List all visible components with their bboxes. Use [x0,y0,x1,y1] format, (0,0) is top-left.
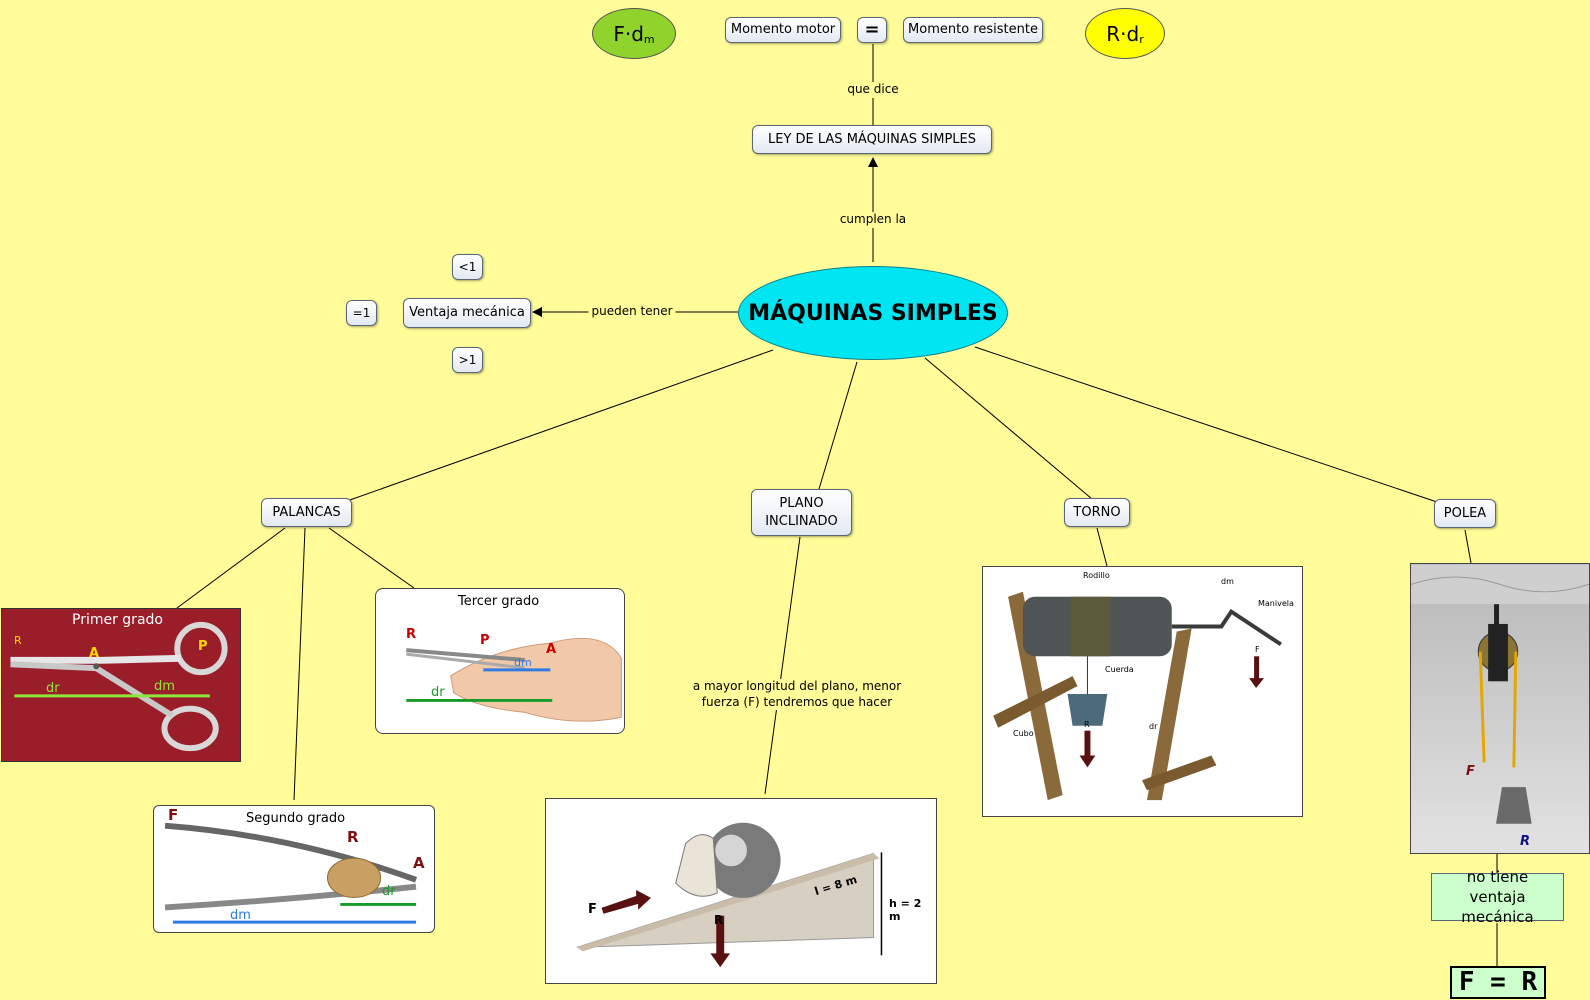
primer-dr: dr [46,681,60,696]
central-node[interactable]: MÁQUINAS SIMPLES [738,266,1008,360]
primer-a: A [89,646,100,661]
line-plano [818,361,858,490]
ventaja-label: Ventaja mecánica [409,305,525,321]
segundo-dm: dm [230,908,251,923]
scissors-illustration [10,621,228,752]
tercer-grado-image: Tercer grado R P A dm dr [375,588,625,734]
f-equals-r[interactable]: F = R [1450,966,1546,999]
polea-image: F R [1410,563,1590,854]
line-tercer [328,527,415,589]
polea-node[interactable]: POLEA [1434,499,1496,528]
ventaja-eq1-node[interactable]: =1 [346,300,377,326]
primer-dm: dm [154,679,175,694]
momento-motor-label: Momento motor [730,22,836,38]
palancas-label: PALANCAS [272,504,341,520]
ventaja-gt1: >1 [458,352,477,367]
ley-node[interactable]: LEY DE LAS MÁQUINAS SIMPLES [752,125,992,154]
f-equals-r-label: F = R [1458,966,1538,997]
segundo-dr: dr [382,884,396,899]
line-segundo [293,527,306,801]
segundo-grado-title: Segundo grado [246,811,346,826]
plano-h: h = 2 m [889,897,922,923]
plano-r: R [714,913,724,927]
polea-label: POLEA [1443,505,1487,521]
line-torno [924,357,1093,500]
primer-grado-title: Primer grado [72,612,163,628]
polea-r: R [1520,834,1531,849]
tercer-r: R [406,627,417,642]
torno-image: Rodillo Manivela dm Cuerda Cubo dr F R [982,566,1303,817]
primer-grado-image: Primer grado R A P dr dm [1,608,241,762]
plano-desc-line-2: fuerza (F) tendremos que hacer [701,694,893,709]
plano-inclinado-node[interactable]: PLANO INCLINADO [751,489,852,536]
line-plano-img [764,536,801,795]
winch-illustration [993,591,1282,801]
torno-r: R [1084,720,1090,729]
segundo-grado-image: Segundo grado F R A dr dm [153,805,435,933]
plano-desc-line-1: a mayor longitud del plano, menor [692,679,902,693]
momento-resistente-node[interactable]: Momento resistente [903,17,1043,43]
line-torno-img [1096,527,1108,567]
polea-note[interactable]: no tiene ventaja mecánica [1431,868,1564,926]
nutcracker-illustration [164,822,418,924]
central-label: MÁQUINAS SIMPLES [748,300,998,326]
plano-description: a mayor longitud del plano, menor fuerza… [689,679,905,711]
tercer-grado-title: Tercer grado [458,594,540,609]
plano-label-2: INCLINADO [765,513,838,529]
momento-motor-node[interactable]: Momento motor [725,17,841,43]
torno-manivela: Manivela [1258,599,1294,608]
ventaja-lt1-node[interactable]: <1 [452,254,483,280]
line-polea-img [1464,529,1472,564]
polea-note-2: ventaja mecánica [1461,887,1534,927]
tercer-p: P [480,633,490,648]
plano-inclinado-image: F R l = 8 m h = 2 m [545,798,937,984]
plano-label-1: PLANO [779,495,824,511]
torno-dr: dr [1149,722,1158,731]
tercer-dr: dr [431,685,445,700]
resist-formula: R·d [1106,21,1140,46]
equals-node[interactable]: = [857,17,887,43]
polea-note-1: no tiene [1466,867,1529,886]
segundo-a: A [413,854,425,872]
ventaja-node[interactable]: Ventaja mecánica [403,298,531,328]
torno-cubo: Cubo [1013,729,1034,738]
line-primer [176,527,286,609]
palancas-node[interactable]: PALANCAS [261,498,352,527]
ramp-illustration [576,822,883,968]
line-palancas [346,349,774,502]
pulley-illustration [1411,564,1589,824]
torno-dm: dm [1221,577,1234,586]
plano-f: F [588,902,597,917]
polea-f: F [1466,764,1475,779]
equals-label: = [864,18,880,40]
ventaja-gt1-node[interactable]: >1 [452,347,483,373]
ventaja-eq1: =1 [352,305,371,320]
primer-r: R [14,634,22,647]
motor-formula: F·d [613,21,644,46]
momento-resistente-label: Momento resistente [908,22,1038,38]
segundo-f: F [168,806,179,824]
line-polea [974,346,1441,504]
link-cumplen-la: cumplen la [836,212,910,228]
torno-f: F [1255,645,1260,654]
ley-label: LEY DE LAS MÁQUINAS SIMPLES [767,131,977,147]
torno-node[interactable]: TORNO [1064,498,1130,527]
motor-sub: m [643,33,655,46]
link-pueden-tener: pueden tener [588,304,676,320]
primer-p: P [198,639,208,654]
torno-label: TORNO [1073,504,1121,520]
torno-cuerda: Cuerda [1105,665,1134,674]
link-que-dice: que dice [844,82,902,98]
tweezers-illustration [406,637,622,722]
segundo-r: R [347,828,359,846]
tercer-dm: dm [514,656,532,669]
torno-rodillo: Rodillo [1083,571,1110,580]
resist-sub: r [1139,33,1144,46]
ventaja-lt1: <1 [458,259,477,274]
tercer-a: A [546,642,557,657]
